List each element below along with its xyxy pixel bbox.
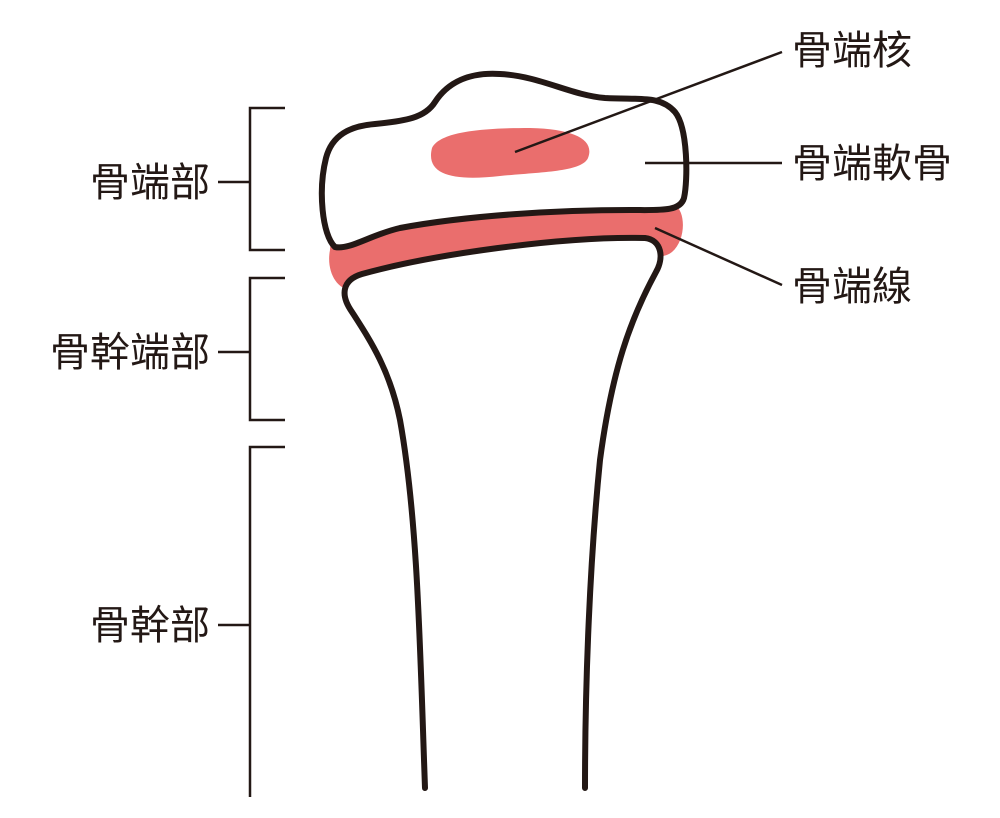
label-metaphysis: 骨幹端部 [50,330,210,376]
leader-line-nucleus [514,50,783,154]
leader-line-epiphyseal-line [654,226,783,287]
label-epiphyseal-nucleus: 骨端核 [792,28,912,74]
label-epiphyseal-cartilage: 骨端軟骨 [792,141,952,187]
leader-lines [514,50,783,287]
bracket-metaphysis [218,276,285,422]
bone-shaft [341,234,664,791]
label-diaphysis: 骨幹部 [90,603,210,649]
epiphyseal-nucleus [430,128,590,178]
bracket-epiphysis [218,106,285,252]
brackets [218,106,285,797]
label-epiphyseal-line: 骨端線 [792,264,912,310]
bracket-diaphysis [218,445,285,797]
label-epiphysis: 骨端部 [90,160,210,206]
